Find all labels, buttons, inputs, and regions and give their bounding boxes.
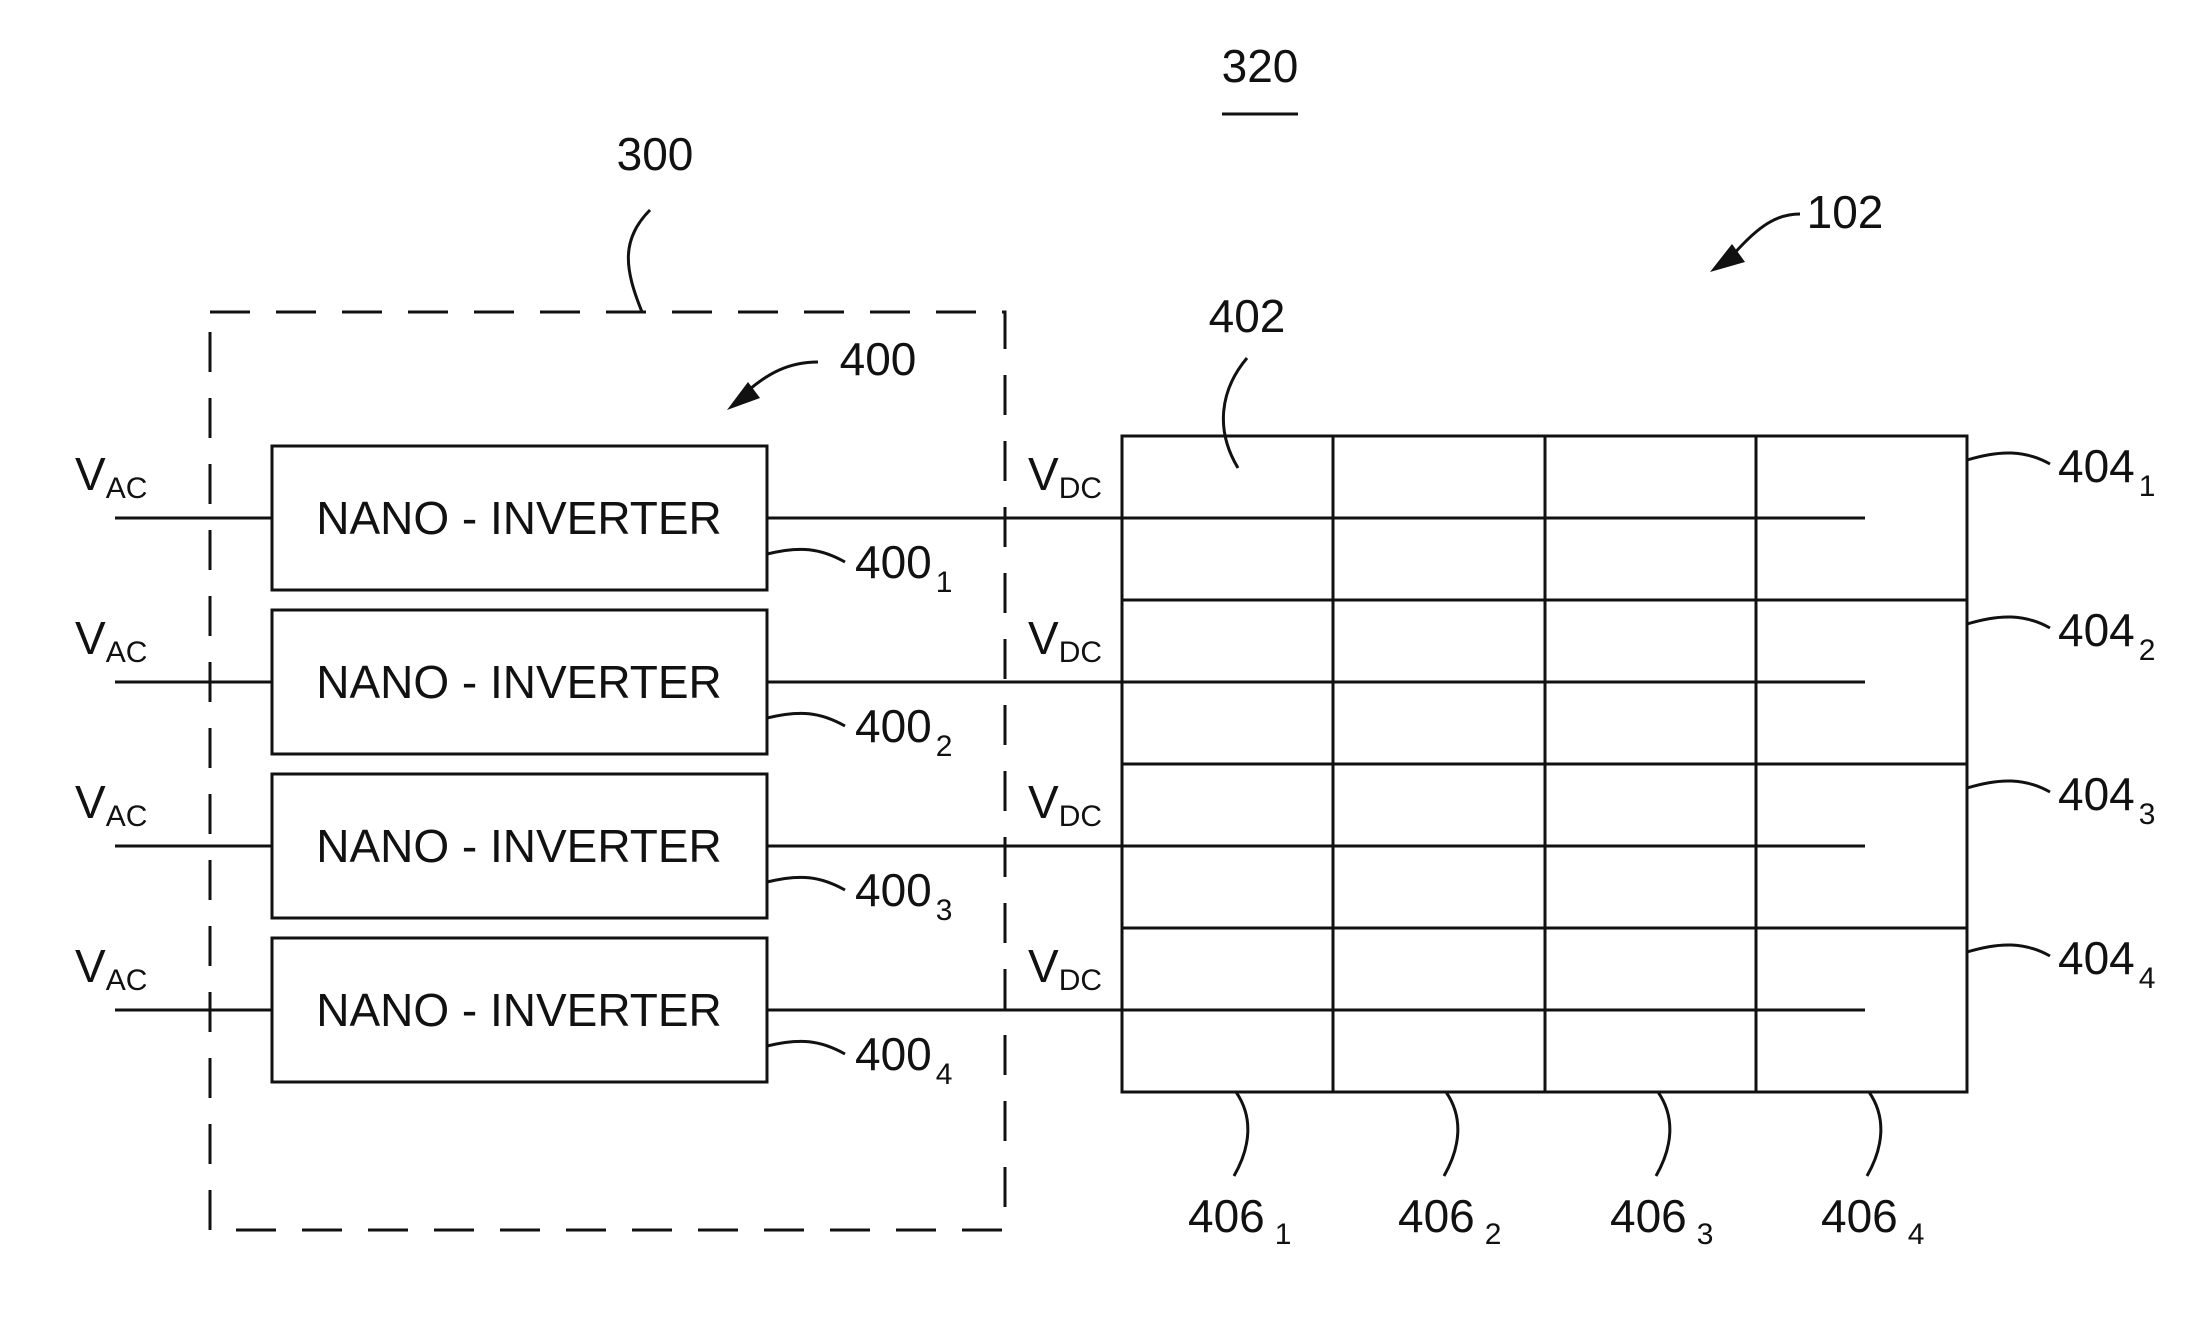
column-ref-label: 4061 [1188,1190,1291,1251]
column-ref-leader [1867,1092,1881,1176]
inverter-ref-label: 4003 [855,864,952,927]
array-ref-label: 102 [1807,186,1884,238]
row-ref-label: 4042 [2058,604,2155,667]
nano-inverter-label: NANO - INVERTER [316,492,722,544]
row-ref-leader [1967,453,2050,464]
inverter-row: VAC NANO - INVERTER VDC 4003 [75,774,1865,927]
dc-output-label: VDC [1028,612,1102,669]
row-ref-label: 4043 [2058,768,2155,831]
dc-output-label: VDC [1028,776,1102,833]
inverter-ref-leader [767,713,845,726]
inverter-rows: VACNANO - INVERTERVDC4001VACNANO - INVER… [75,446,1865,1091]
nano-inverter-label: NANO - INVERTER [316,656,722,708]
dc-output-label: VDC [1028,448,1102,505]
ac-input-label: VAC [75,940,147,997]
inverter-row: VAC NANO - INVERTER VDC 4004 [75,938,1865,1091]
dc-output-label: VDC [1028,940,1102,997]
row-ref-label: 4044 [2058,932,2155,995]
figure-number: 320 [1222,40,1299,92]
inverter-ref-label: 4001 [855,536,952,599]
array-arrow-shaft [1732,214,1800,256]
row-labels: 4041 4042 4043 4044 [1967,440,2155,995]
inverter-group-ref-label: 400 [840,333,917,385]
row-ref-leader [1967,781,2050,792]
row-ref-label: 4041 [2058,440,2155,503]
nano-inverter-label: NANO - INVERTER [316,820,722,872]
ac-input-label: VAC [75,776,147,833]
solar-array-grid [1122,436,1967,1092]
ac-input-label: VAC [75,612,147,669]
row-ref-leader [1967,945,2050,956]
column-ref-label: 4064 [1821,1190,1924,1251]
cell-ref-label: 402 [1209,290,1286,342]
column-ref-leader [1656,1092,1670,1176]
inverter-ref-leader [767,549,845,562]
module-ref-leader [628,210,650,312]
column-labels: 4061 4062 4063 4064 [1188,1092,1924,1251]
inverter-row: VAC NANO - INVERTER VDC 4001 [75,446,1865,599]
row-ref-leader [1967,617,2050,628]
inverter-row: VAC NANO - INVERTER VDC 4002 [75,610,1865,763]
inverter-ref-leader [767,1041,845,1054]
column-ref-label: 4063 [1610,1190,1713,1251]
nano-inverter-label: NANO - INVERTER [316,984,722,1036]
cell-ref-leader [1223,358,1247,468]
inverter-ref-label: 4004 [855,1028,952,1091]
ac-input-label: VAC [75,448,147,505]
column-ref-leader [1234,1092,1248,1176]
inverter-ref-leader [767,877,845,890]
module-ref-label: 300 [617,128,694,180]
inverter-ref-label: 4002 [855,700,952,763]
column-ref-label: 4062 [1398,1190,1501,1251]
module-boundary-dashed [210,312,1005,1230]
column-ref-leader [1444,1092,1458,1176]
